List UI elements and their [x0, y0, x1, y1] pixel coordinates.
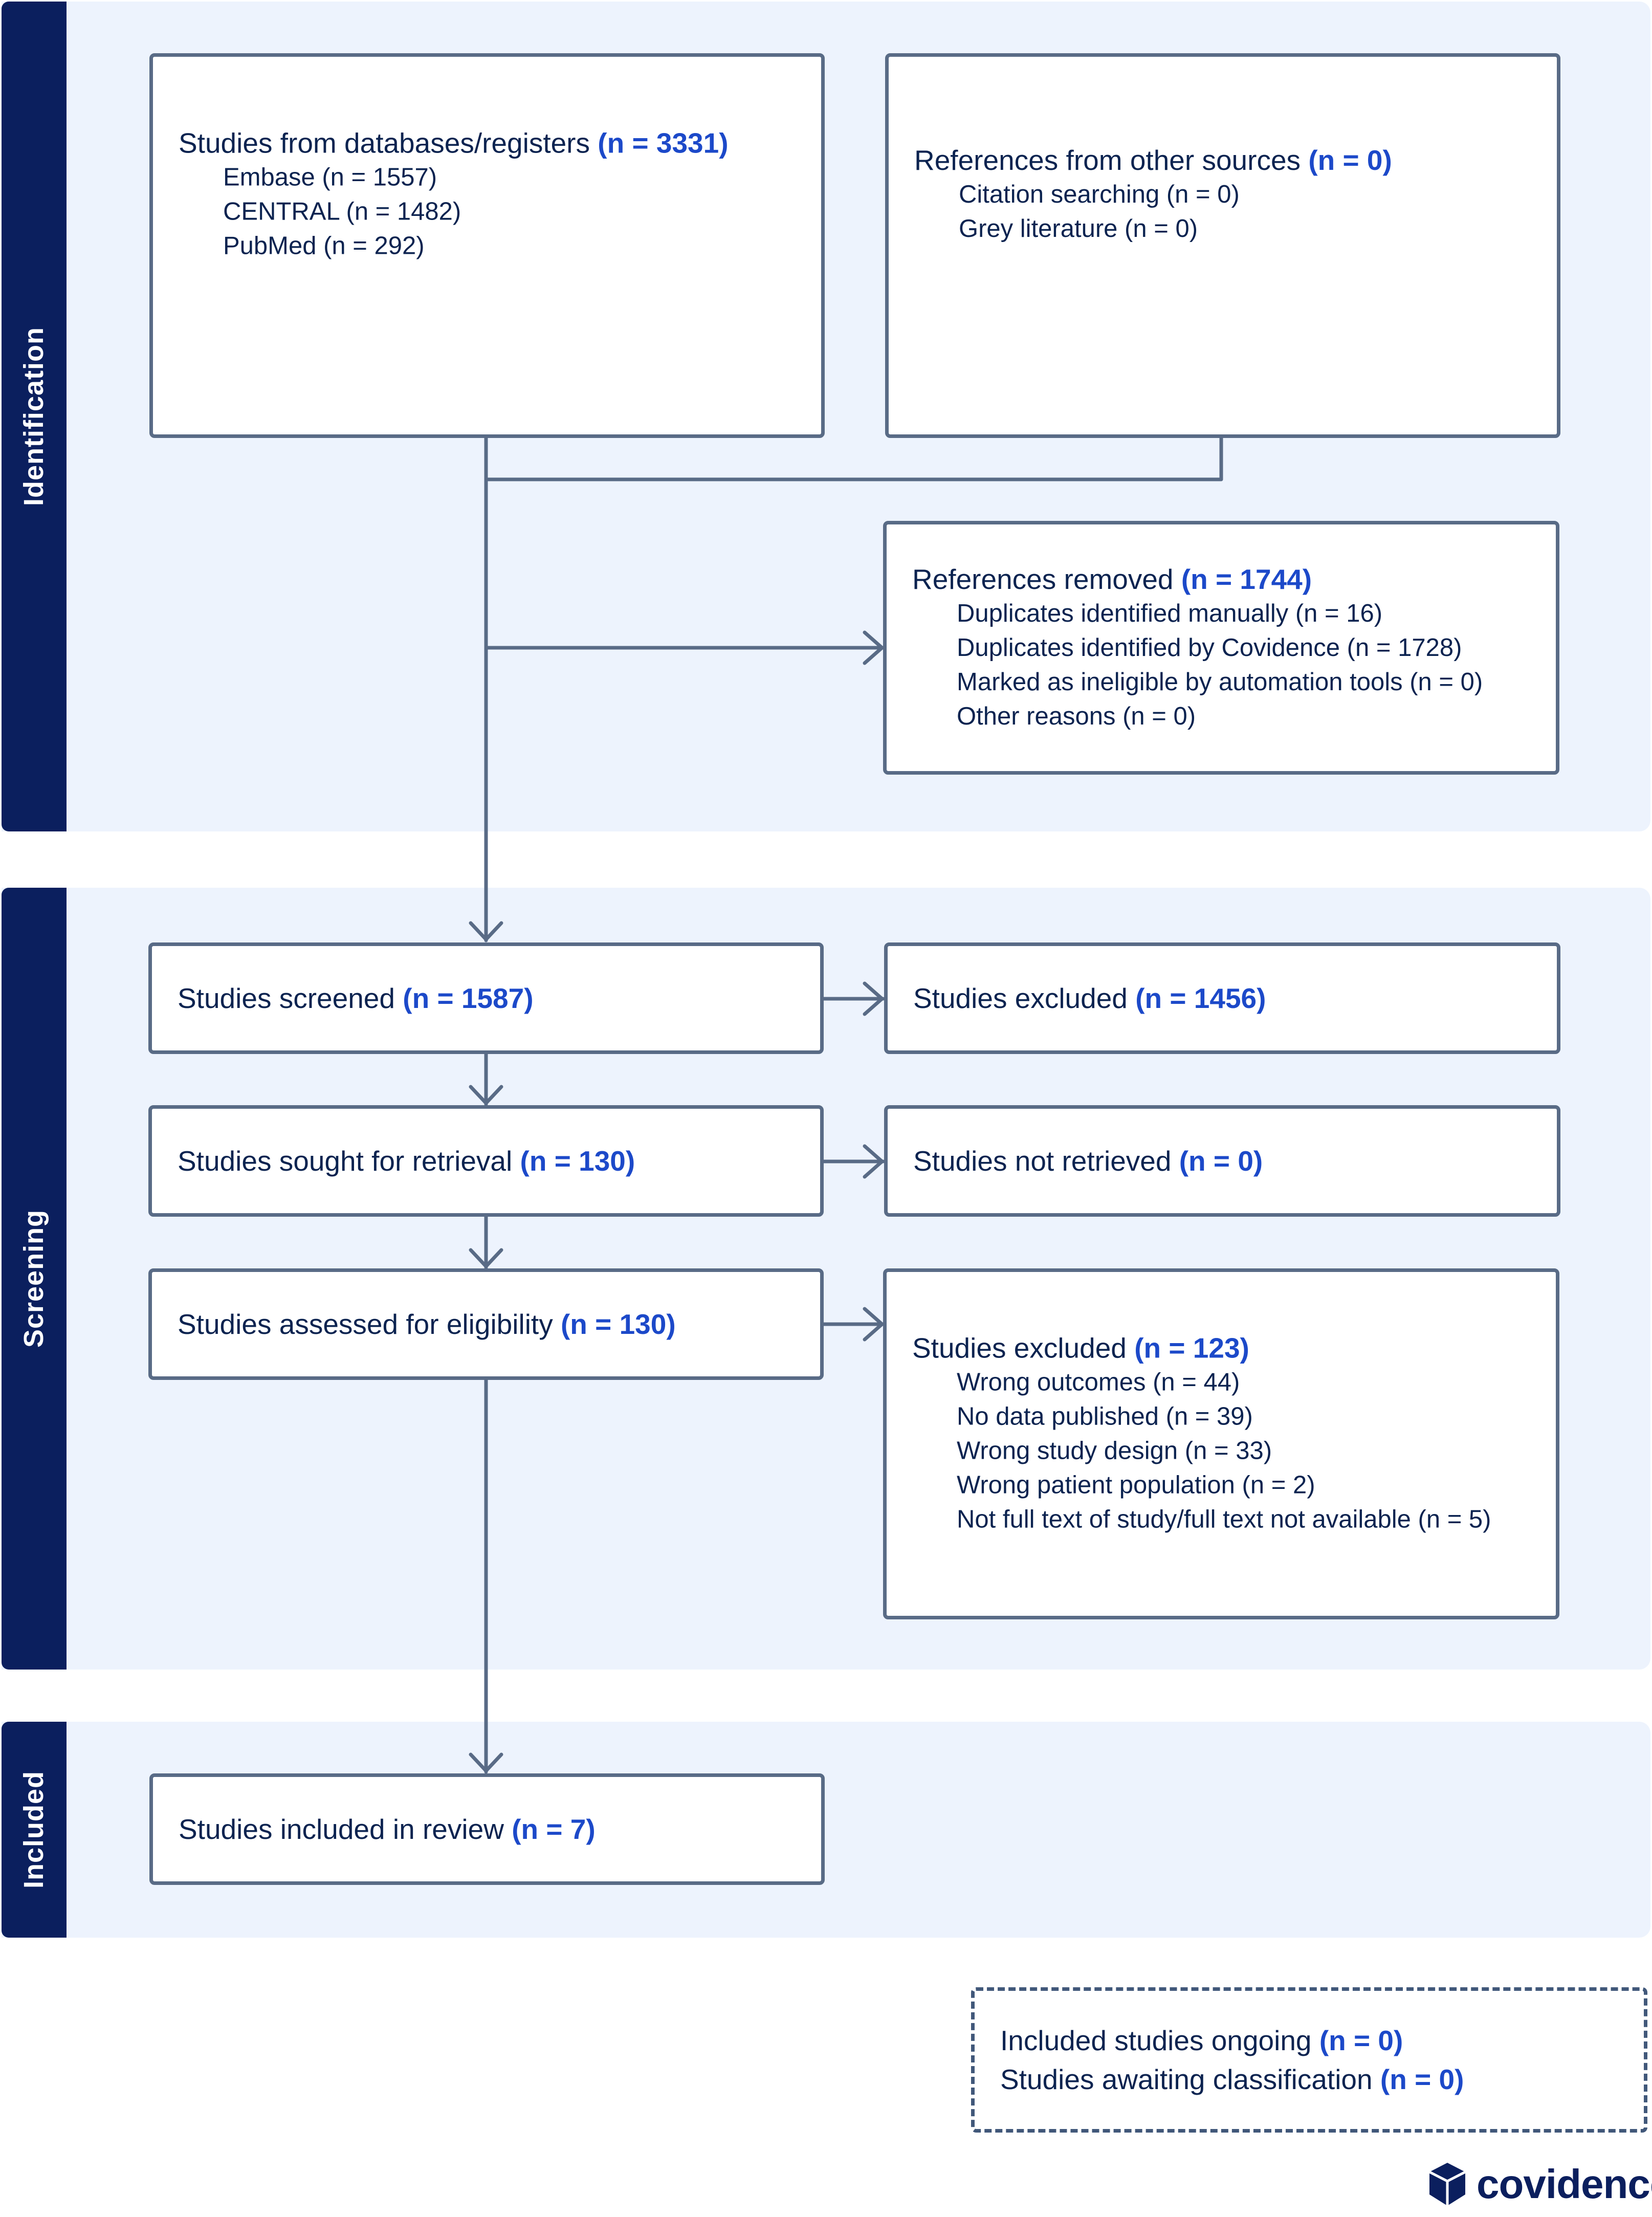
covidence-logo-text: covidence [1477, 2161, 1652, 2207]
ongoing-line: Included studies ongoing (n = 0) [1000, 2021, 1628, 2060]
sought-count: (n = 130) [520, 1145, 635, 1177]
included-phase-tab: Included [2, 1722, 67, 1938]
awaiting-count: (n = 0) [1380, 2064, 1464, 2095]
screened-text: Studies screened (n = 1587) [178, 982, 534, 1015]
not-retrieved-count: (n = 0) [1179, 1145, 1263, 1177]
screening-phase-tab: Screening [2, 888, 67, 1670]
removed-label: References removed [912, 563, 1174, 595]
covidence-logo-icon [1428, 2163, 1466, 2206]
other-sources-count: (n = 0) [1308, 144, 1392, 176]
arrowhead-not-retrieved [863, 1144, 884, 1179]
included-text: Studies included in review (n = 7) [179, 1813, 596, 1846]
arrowhead-removed [863, 630, 884, 665]
awaiting-line: Studies awaiting classification (n = 0) [1000, 2060, 1628, 2099]
removed-sub-covidence: Duplicates identified by Covidence (n = … [957, 634, 1462, 662]
excluded-full-count: (n = 123) [1134, 1332, 1249, 1364]
other-sources-sub-grey: Grey literature (n = 0) [959, 215, 1198, 243]
arrowhead-excluded-full [863, 1307, 884, 1342]
excluded-screen-count: (n = 1456) [1135, 982, 1266, 1014]
arrowhead-sought [469, 1085, 503, 1105]
included-label: Studies included in review [179, 1813, 504, 1845]
excluded-full-heading: Studies excluded (n = 123) [912, 1331, 1540, 1366]
sought-label: Studies sought for retrieval [178, 1145, 513, 1177]
assessed-label: Studies assessed for eligibility [178, 1308, 553, 1340]
databases-box: Studies from databases/registers (n = 33… [149, 53, 825, 438]
databases-sub-embase: Embase (n = 1557) [223, 163, 437, 191]
sought-box: Studies sought for retrieval (n = 130) [148, 1105, 824, 1217]
excluded-screen-label: Studies excluded [913, 982, 1128, 1014]
not-retrieved-label: Studies not retrieved [913, 1145, 1172, 1177]
screened-count: (n = 1587) [403, 982, 534, 1014]
removed-heading: References removed (n = 1744) [912, 562, 1540, 597]
other-sources-label: References from other sources [914, 144, 1301, 176]
databases-sub-central: CENTRAL (n = 1482) [223, 197, 461, 226]
arrowhead-assessed [469, 1248, 503, 1268]
assessed-count: (n = 130) [560, 1308, 676, 1340]
removed-sub-manual: Duplicates identified manually (n = 16) [957, 600, 1383, 627]
excluded-full-label: Studies excluded [912, 1332, 1127, 1364]
other-sources-sub-citation: Citation searching (n = 0) [959, 181, 1240, 208]
removed-count: (n = 1744) [1181, 563, 1312, 595]
identification-phase-tab: Identification [2, 2, 67, 831]
included-box: Studies included in review (n = 7) [149, 1773, 825, 1885]
awaiting-label: Studies awaiting classification [1000, 2064, 1373, 2095]
other-sources-box: References from other sources (n = 0) Ci… [885, 53, 1560, 438]
assessed-box: Studies assessed for eligibility (n = 13… [148, 1268, 824, 1380]
excluded-full-sub-full-text: Not full text of study/full text not ava… [957, 1505, 1491, 1533]
merge-connector [484, 436, 1223, 481]
not-retrieved-text: Studies not retrieved (n = 0) [913, 1145, 1263, 1177]
excluded-full-sub-design: Wrong study design (n = 33) [957, 1437, 1272, 1465]
databases-count: (n = 3331) [598, 127, 729, 159]
arrowhead-excluded-screen [863, 981, 884, 1016]
removed-sub-other: Other reasons (n = 0) [957, 703, 1196, 730]
included-count: (n = 7) [512, 1813, 596, 1845]
databases-label: Studies from databases/registers [179, 127, 590, 159]
excluded-full-sub-population: Wrong patient population (n = 2) [957, 1471, 1315, 1499]
excluded-screen-text: Studies excluded (n = 1456) [913, 982, 1266, 1015]
databases-heading: Studies from databases/registers (n = 33… [179, 126, 806, 161]
references-removed-box: References removed (n = 1744) Duplicates… [883, 521, 1559, 775]
arrowhead-included [469, 1752, 503, 1773]
not-retrieved-box: Studies not retrieved (n = 0) [884, 1105, 1560, 1217]
removed-sub-automation: Marked as ineligible by automation tools… [957, 668, 1483, 696]
arrowhead-screened [469, 921, 503, 941]
excluded-full-sub-outcomes: Wrong outcomes (n = 44) [957, 1368, 1240, 1396]
excluded-screen-box: Studies excluded (n = 1456) [884, 942, 1560, 1054]
covidence-logo: covidence [1427, 2156, 1652, 2212]
ongoing-box: Included studies ongoing (n = 0) Studies… [971, 1987, 1647, 2133]
excluded-full-sub-no-data: No data published (n = 39) [957, 1402, 1253, 1431]
screened-box: Studies screened (n = 1587) [148, 942, 824, 1054]
excluded-full-box: Studies excluded (n = 123) Wrong outcome… [883, 1268, 1559, 1619]
screened-label: Studies screened [178, 982, 395, 1014]
other-sources-heading: References from other sources (n = 0) [914, 143, 1541, 178]
ongoing-count: (n = 0) [1319, 2025, 1403, 2056]
sought-text: Studies sought for retrieval (n = 130) [178, 1145, 635, 1177]
databases-sub-pubmed: PubMed (n = 292) [223, 232, 425, 260]
assessed-text: Studies assessed for eligibility (n = 13… [178, 1308, 676, 1341]
ongoing-label: Included studies ongoing [1000, 2025, 1312, 2056]
